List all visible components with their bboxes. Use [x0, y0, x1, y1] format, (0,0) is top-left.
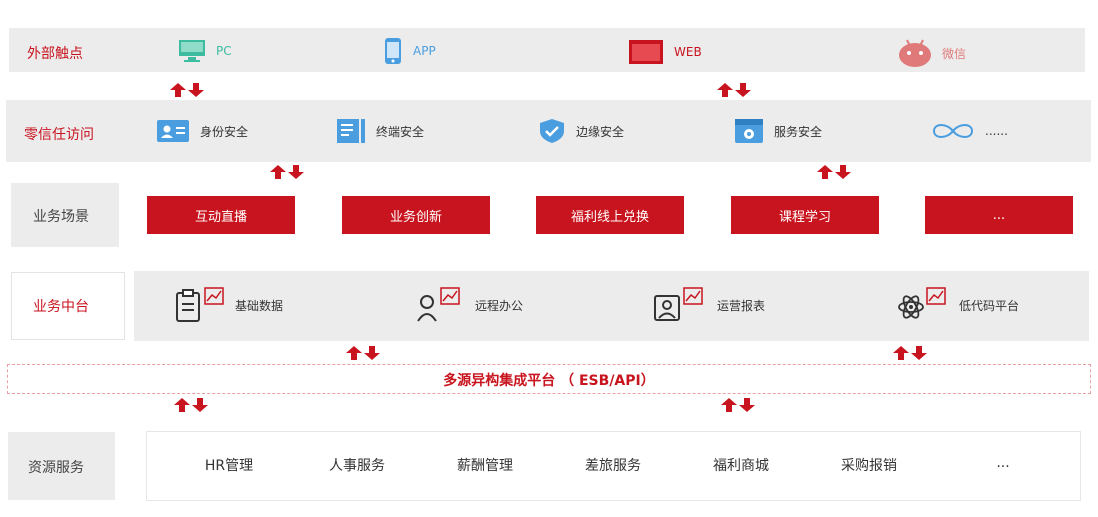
middle-item-basic-data: 基础数据	[175, 287, 283, 323]
clipboard-chart-icon	[176, 287, 224, 322]
bidirectional-arrow-icon	[817, 165, 851, 179]
bidirectional-arrow-icon	[893, 346, 927, 360]
external-item-pc: PC	[178, 38, 232, 64]
atom-chart-icon	[898, 287, 946, 319]
resource-services-band	[146, 431, 1081, 501]
business-scenarios-label: 业务场景	[33, 209, 89, 225]
bidirectional-arrow-icon	[717, 83, 751, 97]
zero-trust-item-label: 服务安全	[774, 124, 823, 139]
middle-item-label: 远程办公	[475, 298, 524, 313]
external-touchpoints-label: 外部触点	[27, 46, 83, 62]
service-window-icon	[735, 119, 763, 143]
middle-item-remote-office: 远程办公	[415, 287, 523, 323]
business-middle-label-box	[11, 272, 125, 340]
scenario-button-welfare-exchange[interactable]: 福利线上兑换	[536, 196, 684, 234]
zero-trust-item-service: 服务安全	[734, 118, 822, 144]
id-card-icon	[157, 120, 189, 142]
monitor-icon	[179, 40, 205, 62]
bidirectional-arrow-icon	[170, 83, 204, 97]
scenario-button-live[interactable]: 互动直播	[147, 196, 295, 234]
external-item-label: WEB	[674, 45, 702, 59]
zero-trust-item-more: ......	[931, 121, 1008, 141]
zero-trust-item-identity: 身份安全	[156, 119, 248, 143]
business-scenarios-label-box	[11, 183, 119, 247]
document-list-icon	[337, 119, 365, 143]
external-item-label: 微信	[942, 46, 967, 61]
integration-platform-box	[7, 364, 1091, 394]
resource-item-personnel: 人事服务	[329, 458, 385, 474]
middle-item-low-code: 低代码平台	[897, 287, 1019, 323]
resource-item-more: ...	[996, 455, 1010, 471]
bidirectional-arrow-icon	[270, 165, 304, 179]
external-item-label: APP	[413, 44, 436, 58]
scenario-button-course-learning[interactable]: 课程学习	[731, 196, 879, 234]
browser-window-icon	[629, 40, 663, 64]
integration-platform-label: 多源异构集成平台 （ ESB/API）	[443, 373, 655, 389]
infinity-icon	[932, 124, 974, 138]
resource-item-travel: 差旅服务	[585, 458, 641, 474]
scenario-button-more[interactable]: ...	[925, 196, 1073, 234]
user-card-chart-icon	[654, 287, 703, 321]
zero-trust-item-label: 终端安全	[376, 124, 425, 139]
business-middle-label: 业务中台	[33, 299, 89, 315]
phone-icon	[385, 38, 401, 64]
scenario-button-innovation[interactable]: 业务创新	[342, 196, 490, 234]
bidirectional-arrow-icon	[174, 398, 208, 412]
middle-item-label: 运营报表	[717, 298, 766, 313]
zero-trust-item-label: ......	[985, 124, 1008, 138]
external-item-web: WEB	[628, 39, 702, 65]
resource-item-welfare-mall: 福利商城	[713, 458, 769, 474]
bidirectional-arrow-icon	[721, 398, 755, 412]
bidirectional-arrow-icon	[346, 346, 380, 360]
resource-services-label-box	[8, 432, 115, 500]
external-item-wechat: 微信	[898, 38, 966, 68]
middle-item-ops-report: 运营报表	[653, 287, 765, 323]
resource-item-hr: HR管理	[204, 458, 254, 474]
external-item-app: APP	[383, 37, 436, 65]
zero-trust-item-endpoint: 终端安全	[336, 118, 424, 144]
external-item-label: PC	[216, 44, 232, 58]
resource-item-procurement: 采购报销	[841, 458, 897, 474]
resource-services-label: 资源服务	[28, 460, 84, 476]
business-middle-band	[134, 271, 1089, 341]
resource-item-payroll: 薪酬管理	[457, 458, 513, 474]
zero-trust-item-label: 边缘安全	[576, 124, 625, 139]
zero-trust-item-edge: 边缘安全	[538, 118, 624, 144]
middle-item-label: 低代码平台	[959, 298, 1020, 313]
middle-item-label: 基础数据	[235, 298, 284, 313]
zero-trust-label: 零信任访问	[24, 127, 94, 143]
person-chart-icon	[417, 287, 460, 322]
shield-check-icon	[540, 119, 564, 143]
zero-trust-item-label: 身份安全	[200, 124, 249, 139]
wechat-icon	[899, 39, 931, 67]
